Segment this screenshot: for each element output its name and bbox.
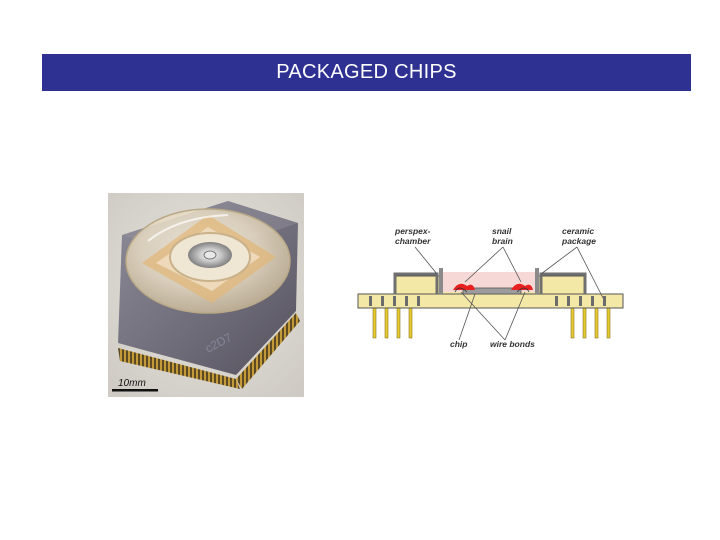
- package-pins: [372, 307, 611, 339]
- package-pins-front: [118, 348, 240, 389]
- scale-bar: [112, 389, 158, 392]
- label-ceramic-package-1: ceramic: [562, 226, 594, 236]
- label-chip: chip: [450, 339, 467, 349]
- cross-section-diagram: perspex- chamber snail brain ceramic pac…: [355, 220, 630, 355]
- leader-lines: [414, 246, 604, 341]
- slide-title: PACKAGED CHIPS: [276, 61, 457, 83]
- label-ceramic-package-2: package: [561, 236, 596, 246]
- label-perspex-chamber-1: perspex-: [394, 226, 431, 236]
- chip-photo-illustration: c2D7 10mm: [108, 193, 304, 397]
- label-wire-bonds: wire bonds: [490, 339, 535, 349]
- snail-brain-right: [511, 283, 533, 290]
- perspex-chamber-left: [393, 272, 439, 294]
- perspex-chamber-right: [539, 272, 587, 294]
- ceramic-base: [357, 293, 624, 309]
- label-perspex-chamber-2: chamber: [395, 236, 431, 246]
- packaged-chip-photo: c2D7 10mm: [108, 193, 304, 397]
- title-bar: PACKAGED CHIPS: [42, 54, 691, 91]
- cross-section-illustration: perspex- chamber snail brain ceramic pac…: [357, 226, 624, 349]
- label-snail-brain-1: snail: [492, 226, 512, 236]
- chip-die: [462, 287, 522, 295]
- scale-bar-label: 10mm: [118, 378, 146, 389]
- package-pins-side: [236, 313, 300, 389]
- wire-bond-right: [516, 287, 530, 293]
- label-snail-brain-2: brain: [492, 236, 513, 246]
- base-vias: [369, 296, 606, 306]
- wire-bond-left: [454, 287, 468, 293]
